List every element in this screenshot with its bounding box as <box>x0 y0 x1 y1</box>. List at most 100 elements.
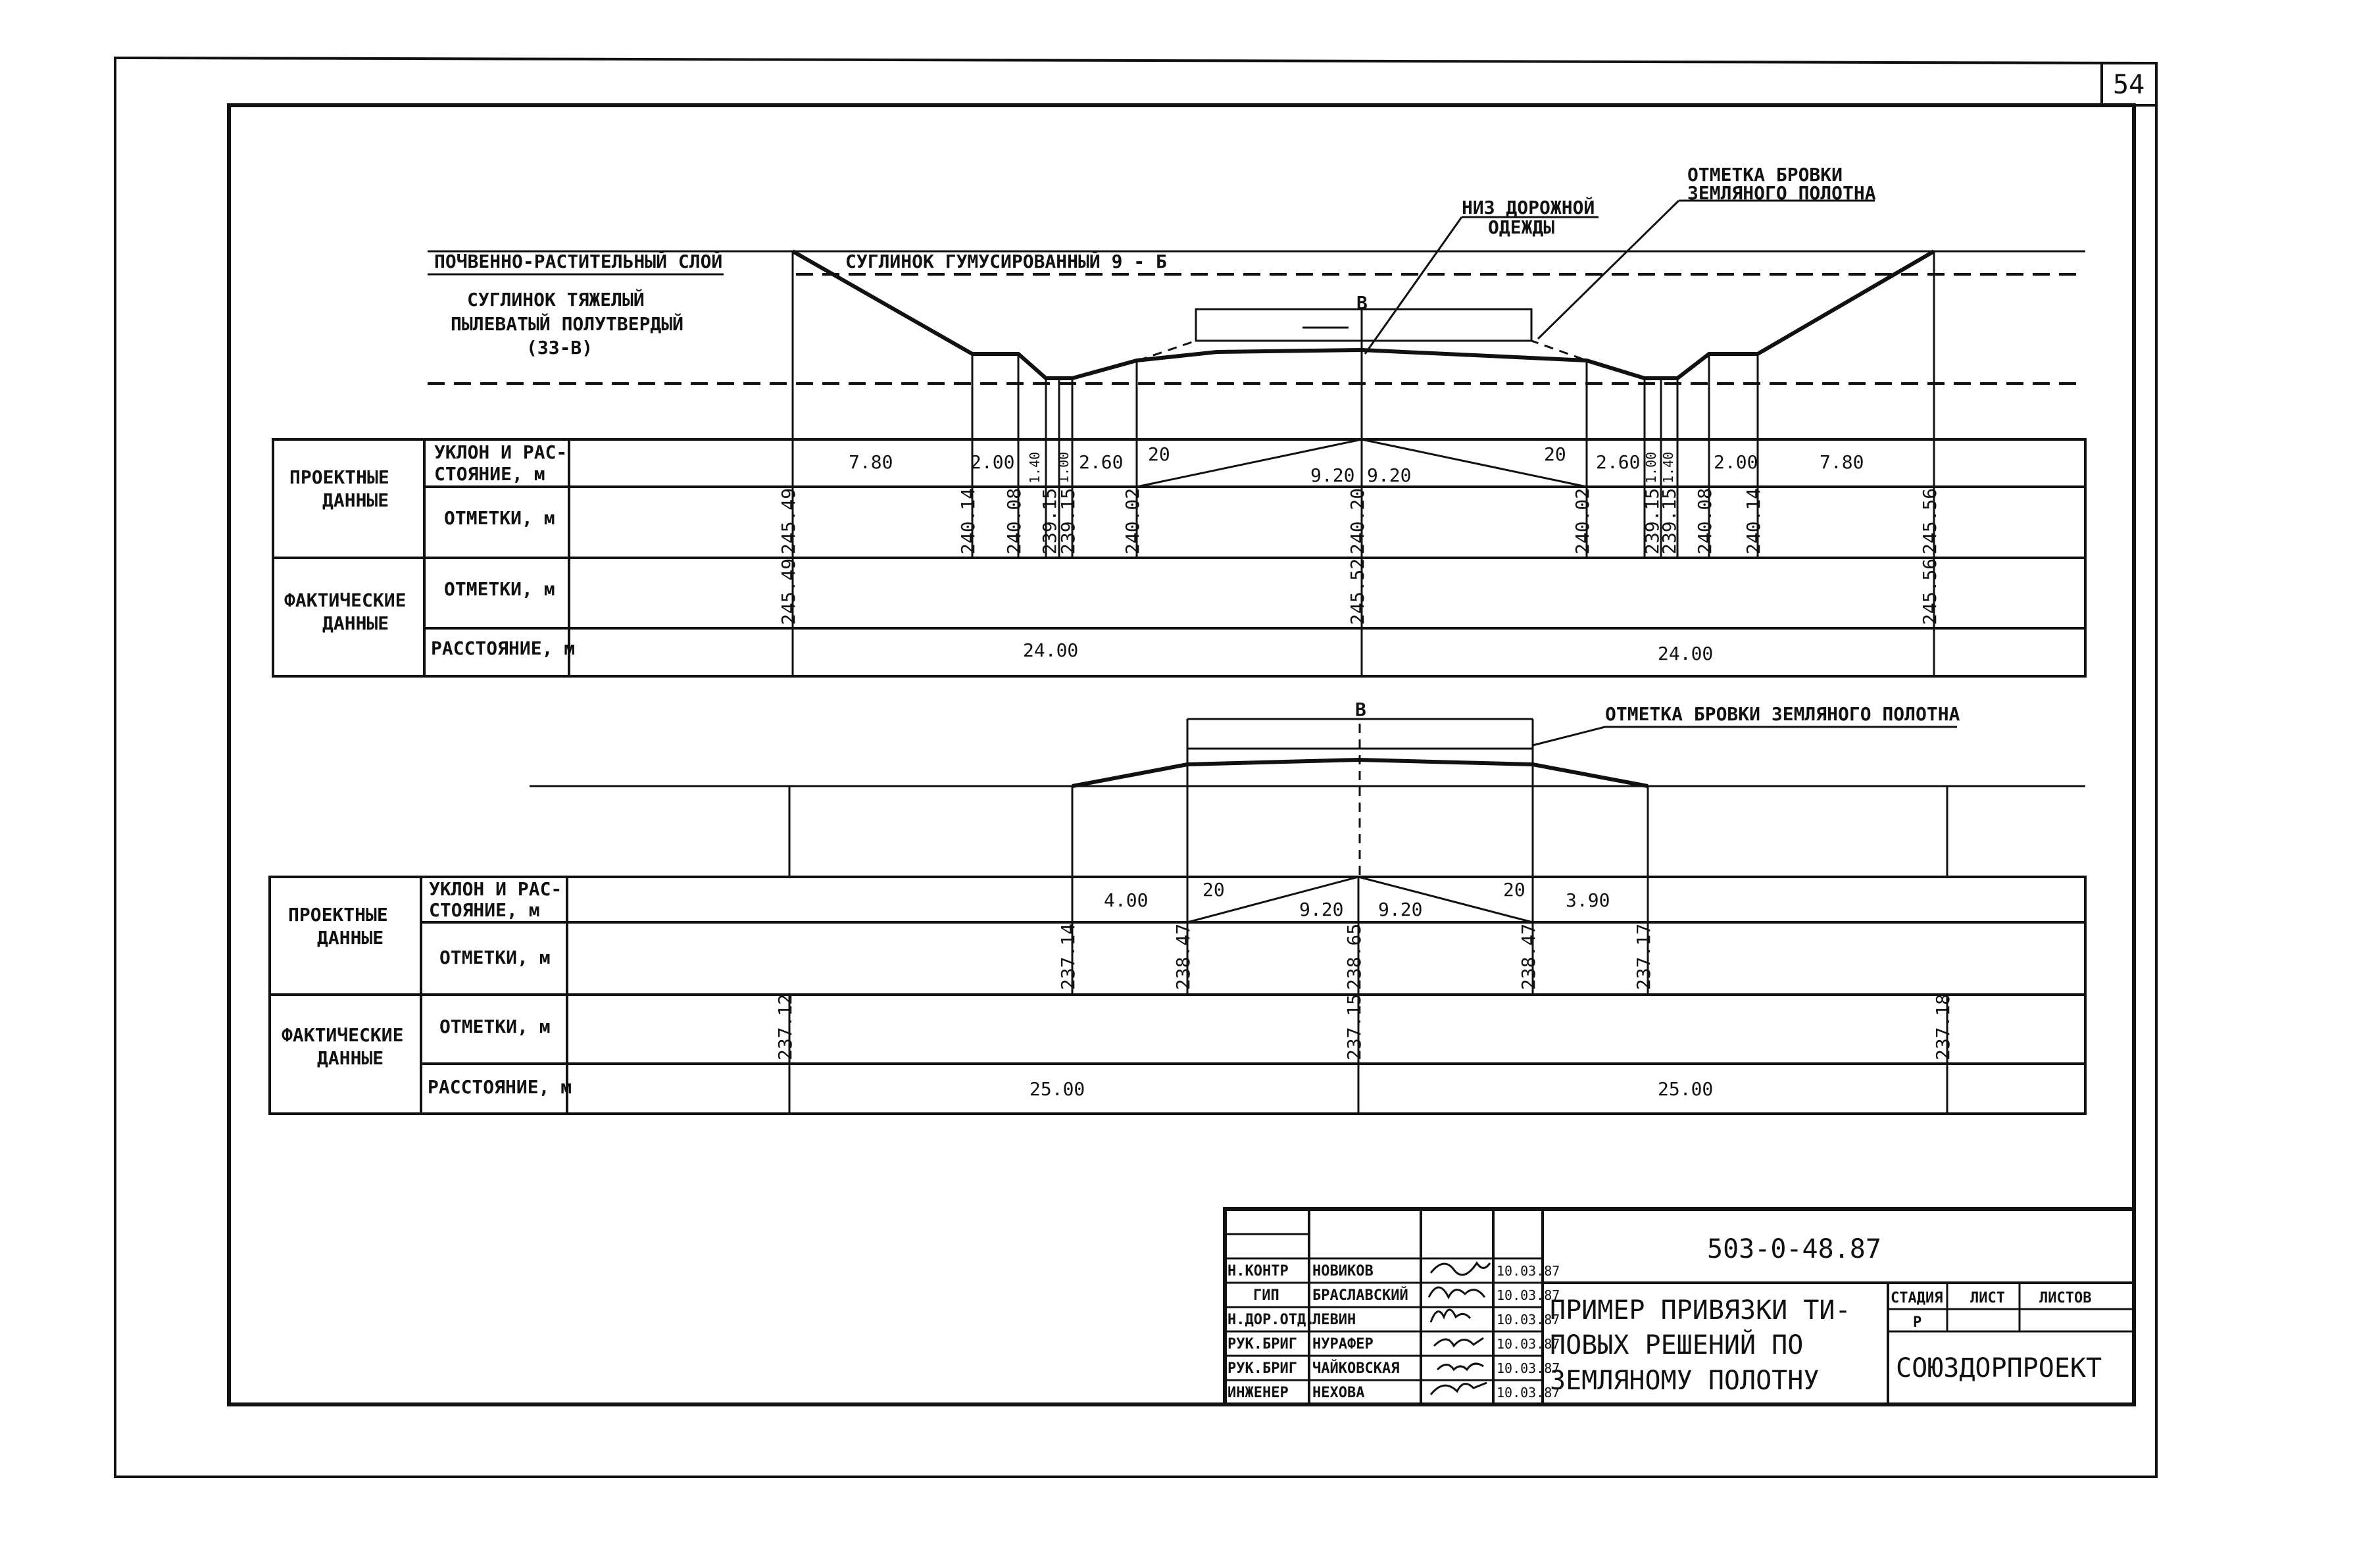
s1-header-slope-2: СТОЯНИЕ, м <box>434 463 545 485</box>
s1-actual-mark: 245.52 <box>1347 558 1368 625</box>
s1-actual-mark: 245.49 <box>778 558 799 625</box>
sheet-label: ЛИСТ <box>1970 1290 2005 1306</box>
s2-distance: 25.00 <box>1029 1078 1085 1100</box>
section1-width-b: В <box>1356 292 1368 314</box>
s1-slope-value: 1.00 <box>1643 452 1659 484</box>
signer-name: ЛЕВИН <box>1312 1312 1356 1328</box>
organization: СОЮЗДОРПРОЕКТ <box>1896 1353 2102 1383</box>
s1-slope-value: 2.00 <box>1714 451 1758 473</box>
s2-slope-value: 20 <box>1202 879 1225 901</box>
s2-header-actual-marks: ОТМЕТКИ, м <box>439 1016 551 1037</box>
s2-slope-value: 9.20 <box>1378 899 1422 920</box>
s2-distance: 25.00 <box>1658 1078 1713 1100</box>
signer-role: Н.ДОР.ОТД. <box>1227 1312 1314 1328</box>
signer-date: 10.03.87 <box>1497 1336 1560 1352</box>
s2-slope-value: 4.00 <box>1104 889 1148 911</box>
signer-role: ГИП <box>1253 1287 1279 1304</box>
section1-profile: В НИЗ ДОРОЖНОЙ ОДЕЖДЫ ОТМЕТКА БРОВКИ ЗЕМ… <box>791 164 1935 439</box>
s2-actual-mark: 237.18 <box>1932 994 1954 1060</box>
topsoil-label: ПОЧВЕННО-РАСТИТЕЛЬНЫЙ СЛОЙ <box>434 250 722 272</box>
signer-name: ЧАЙКОВСКАЯ <box>1312 1360 1399 1377</box>
s1-design-mark: 239.15 <box>1057 488 1079 555</box>
s1-slope-value: 2.00 <box>970 451 1014 473</box>
doc-title-2: ПОВЫХ РЕШЕНИЙ ПО <box>1550 1329 1803 1360</box>
s2-design-mark: 237.14 <box>1057 924 1079 990</box>
s1-header-design-1: ПРОЕКТНЫЕ <box>289 466 389 488</box>
s1-slope-value: 1.00 <box>1056 452 1072 484</box>
pavement-bottom-label-2: ОДЕЖДЫ <box>1488 216 1554 238</box>
sheet-number-box <box>2100 62 2158 107</box>
signature-marks <box>1427 1261 1491 1395</box>
s2-header-marks: ОТМЕТКИ, м <box>439 947 551 968</box>
section1-table: ПРОЕКТНЫЕ ДАННЫЕ ФАКТИЧЕСКИЕ ДАННЫЕ УКЛО… <box>272 438 2087 678</box>
s1-design-mark: 245.56 <box>1919 488 1941 555</box>
edge-mark-label-2: ЗЕМЛЯНОГО ПОЛОТНА <box>1687 182 1876 204</box>
s1-slope-value: 20 <box>1544 443 1566 465</box>
signer-date: 10.03.87 <box>1497 1385 1560 1401</box>
s1-design-mark: 239.15 <box>1658 488 1680 555</box>
s2-header-design-2: ДАННЫЕ <box>317 927 384 949</box>
s2-actual-mark: 237.15 <box>1343 994 1365 1060</box>
signer-role: ИНЖЕНЕР <box>1227 1385 1289 1401</box>
s2-header-design-1: ПРОЕКТНЫЕ <box>288 904 388 926</box>
s1-slope-value: 2.60 <box>1079 451 1123 473</box>
signer-date: 10.03.87 <box>1497 1312 1560 1327</box>
s2-design-mark: 238.65 <box>1343 924 1365 990</box>
s1-header-actual-2: ДАННЫЕ <box>322 612 389 634</box>
signer-name: НОВИКОВ <box>1312 1263 1374 1279</box>
s1-design-mark: 240.14 <box>957 488 979 555</box>
s1-design-mark: 240.20 <box>1347 488 1368 555</box>
section2-width-b: В <box>1355 699 1366 720</box>
s2-header-slope-2: СТОЯНИЕ, м <box>429 899 540 921</box>
s2-header-actual-2: ДАННЫЕ <box>317 1047 384 1069</box>
s1-header-slope-1: УКЛОН И РАС- <box>434 441 567 463</box>
s1-design-mark: 239.15 <box>1039 488 1060 555</box>
pavement-bottom-label-1: НИЗ ДОРОЖНОЙ <box>1462 196 1595 218</box>
section2-edge-mark-label: ОТМЕТКА БРОВКИ ЗЕМЛЯНОГО ПОЛОТНА <box>1605 703 1960 725</box>
s1-header-distance: РАССТОЯНИЕ, м <box>431 637 575 659</box>
section1-pavement-box <box>1195 308 1533 342</box>
s1-header-actual-1: ФАКТИЧЕСКИЕ <box>284 589 406 611</box>
heavy-loam-label-1: СУГЛИНОК ТЯЖЕЛЫЙ <box>467 288 645 310</box>
sheets-label: ЛИСТОВ <box>2039 1290 2091 1306</box>
s1-slope-value: 7.80 <box>849 451 893 473</box>
section2-table: ПРОЕКТНЫЕ ДАННЫЕ ФАКТИЧЕСКИЕ ДАННЫЕ УКЛО… <box>268 876 2087 1115</box>
s1-slope-value: 9.20 <box>1310 464 1354 486</box>
signer-date: 10.03.87 <box>1497 1287 1560 1303</box>
edge-mark-label-1: ОТМЕТКА БРОВКИ <box>1687 164 1843 186</box>
s1-design-mark: 240.02 <box>1122 488 1143 555</box>
s1-distance: 24.00 <box>1658 643 1713 664</box>
s2-design-mark: 238.47 <box>1518 924 1539 990</box>
signer-role: РУК.БРИГ <box>1227 1336 1297 1352</box>
s1-design-mark: 239.15 <box>1641 488 1663 555</box>
doc-code: 503-0-48.87 <box>1707 1234 1881 1264</box>
s1-design-mark: 240.14 <box>1743 488 1764 555</box>
heavy-loam-label-2: ПЫЛЕВАТЫЙ ПОЛУТВЕРДЫЙ <box>451 312 683 335</box>
signer-role: РУК.БРИГ <box>1227 1360 1297 1377</box>
loam-humus-label: СУГЛИНОК ГУМУСИРОВАННЫЙ 9 - Б <box>845 250 1167 272</box>
s1-design-mark: 240.08 <box>1694 488 1716 555</box>
s1-slope-value: 20 <box>1148 443 1170 465</box>
sheet-number: 54 <box>2113 70 2144 100</box>
stage-value: Р <box>1913 1314 1921 1331</box>
s1-slope-value: 9.20 <box>1367 464 1411 486</box>
signer-date: 10.03.87 <box>1497 1360 1560 1376</box>
s2-header-slope-1: УКЛОН И РАС- <box>429 878 562 900</box>
signer-name: НЕХОВА <box>1312 1385 1364 1401</box>
section1-soil-layers: ПОЧВЕННО-РАСТИТЕЛЬНЫЙ СЛОЙ СУГЛИНОК ГУМУ… <box>428 250 2085 385</box>
s1-header-marks: ОТМЕТКИ, м <box>444 507 555 529</box>
doc-title-1: ПРИМЕР ПРИВЯЗКИ ТИ- <box>1550 1295 1851 1326</box>
sheet-frames: 54 <box>114 57 2158 1478</box>
s1-slope-value: 1.40 <box>1660 452 1676 484</box>
stage-label: СТАДИЯ <box>1891 1290 1943 1306</box>
s2-header-actual-1: ФАКТИЧЕСКИЕ <box>282 1024 403 1046</box>
title-block: 503-0-48.87 ПРИМЕР ПРИВЯЗКИ ТИ- ПОВЫХ РЕ… <box>1223 1207 2136 1406</box>
s1-header-design-2: ДАННЫЕ <box>322 489 389 511</box>
s2-header-distance: РАССТОЯНИЕ, м <box>428 1076 572 1098</box>
signer-name: НУРАФЕР <box>1312 1336 1374 1352</box>
s1-distance: 24.00 <box>1023 639 1078 661</box>
s2-slope-value: 3.90 <box>1566 889 1610 911</box>
heavy-loam-label-3: (33-В) <box>526 337 593 359</box>
s1-design-mark: 245.49 <box>778 488 799 555</box>
